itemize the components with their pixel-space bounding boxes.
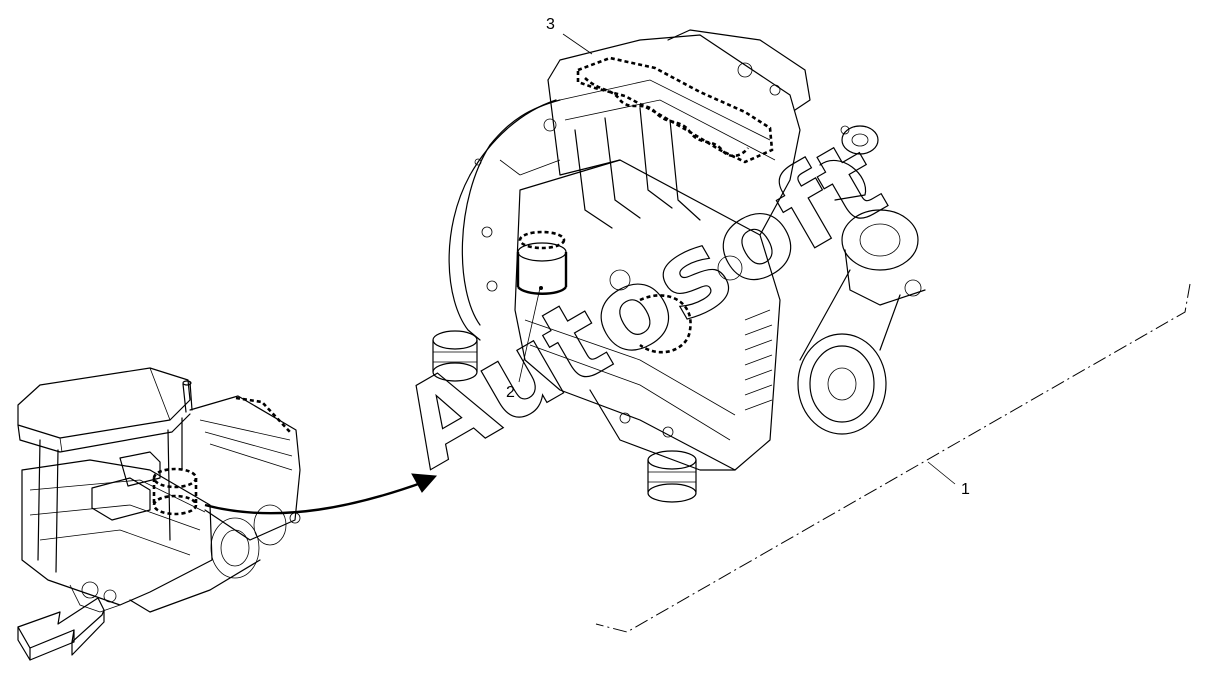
pointer-arrow-icon (204, 473, 438, 515)
engine-assembly (432, 29, 926, 503)
leader-lines (518, 33, 956, 485)
callout-1: 1 (961, 481, 970, 498)
machine-overview (17, 367, 301, 613)
callout-3: 3 (546, 16, 555, 33)
callout-2: 2 (506, 384, 515, 401)
view-direction-arrow-icon (17, 597, 105, 661)
